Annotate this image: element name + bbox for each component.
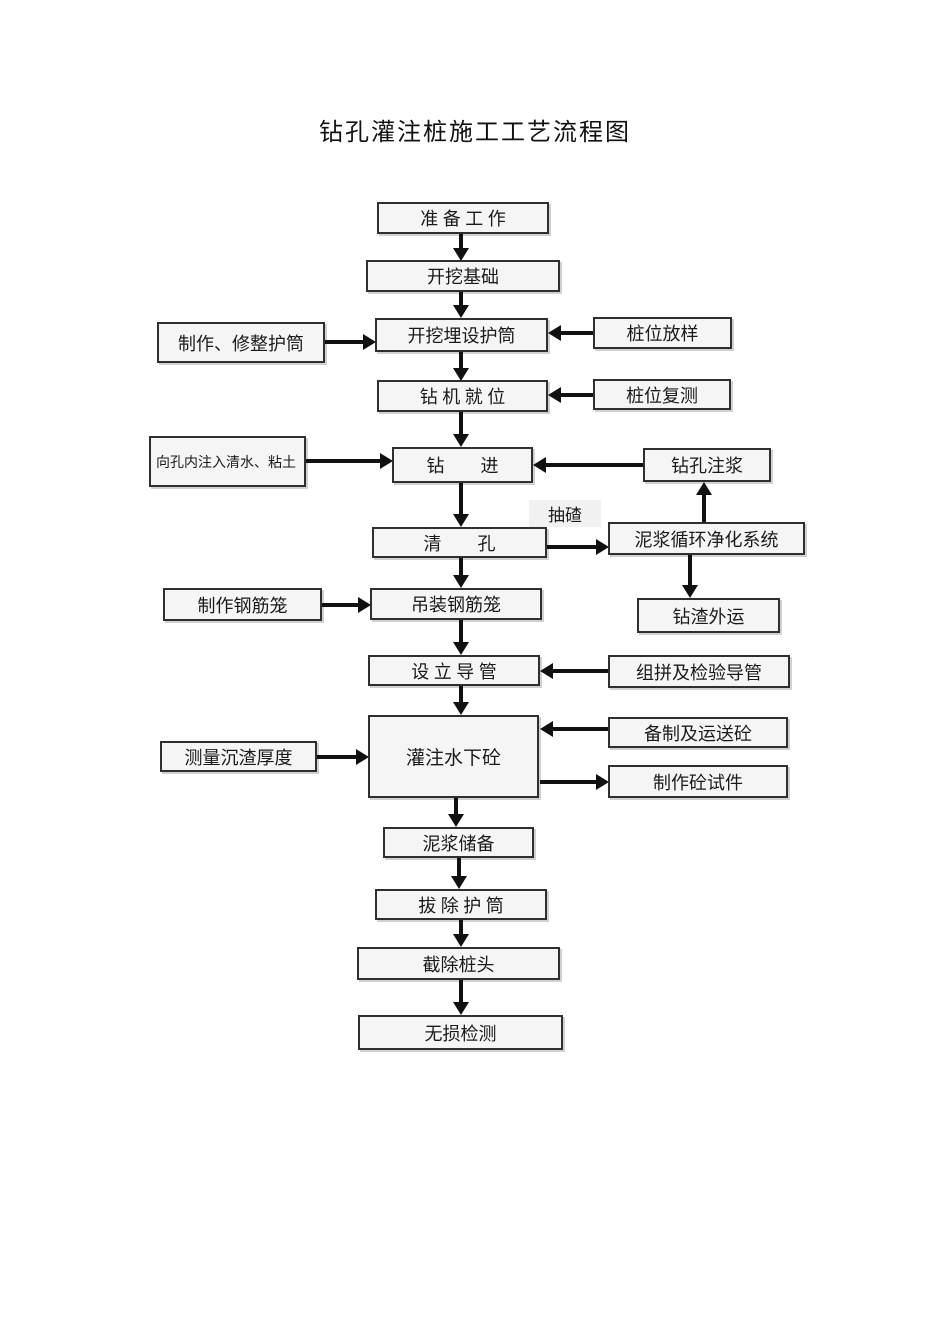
arrowhead-hoist-to-conduit xyxy=(453,642,469,655)
arrowhead-layout-to-installcasing xyxy=(548,325,561,341)
node-mud-circulation-system: 泥浆循环净化系统 xyxy=(608,522,805,555)
arrow-conduit-to-pour xyxy=(459,686,463,702)
node-remove-casing: 拔 除 护 筒 xyxy=(375,889,547,920)
arrowhead-mud-reserve-to-remove-casing xyxy=(451,876,467,889)
arrow-makecage-to-hoist xyxy=(322,603,358,607)
arrow-prep-to-excavate xyxy=(459,234,463,248)
arrow-hoist-to-conduit xyxy=(459,620,463,642)
arrowhead-cleaning-to-hoist xyxy=(453,575,469,588)
arrow-cleaning-to-hoist xyxy=(459,558,463,575)
arrowhead-pour-to-samples xyxy=(596,774,609,790)
arrowhead-cleaning-to-mudcirc xyxy=(596,539,609,555)
arrow-layout-to-installcasing xyxy=(561,331,593,335)
arrowhead-grouting-to-drilling xyxy=(533,457,546,473)
arrowhead-pour-to-mud-reserve xyxy=(448,814,464,827)
arrow-mudcirc-to-grouting xyxy=(702,495,706,522)
arrow-cut-head-to-ndt xyxy=(459,980,463,1002)
arrow-casing-to-rig xyxy=(459,352,463,368)
arrowhead-excavate-to-casing xyxy=(453,305,469,318)
arrowhead-preparemix-to-pour xyxy=(540,721,553,737)
arrow-rig-to-drilling xyxy=(459,412,463,434)
arrowhead-makecasing-to-installcasing xyxy=(363,334,376,350)
arrow-pour-to-mud-reserve xyxy=(454,798,458,814)
node-slag-removal: 钻渣外运 xyxy=(637,598,780,633)
arrowhead-drilling-to-cleaning xyxy=(453,514,469,527)
arrow-mud-reserve-to-remove-casing xyxy=(457,858,461,876)
arrowhead-inject-to-drilling xyxy=(380,453,393,469)
node-excavate-install-casing: 开挖埋设护筒 xyxy=(375,318,548,352)
node-preparation: 准 备 工 作 xyxy=(377,202,549,234)
arrow-preparemix-to-pour xyxy=(553,727,608,731)
arrow-drilling-to-cleaning xyxy=(459,483,463,514)
node-mud-reserve: 泥浆储备 xyxy=(383,827,534,858)
arrowhead-casing-to-rig xyxy=(453,368,469,381)
node-pile-recheck: 桩位复测 xyxy=(593,379,731,410)
node-install-conduit: 设 立 导 管 xyxy=(368,655,540,686)
arrowhead-prep-to-excavate xyxy=(453,248,469,261)
node-prepare-transport-concrete: 备制及运送砼 xyxy=(608,717,788,748)
node-pour-underwater-concrete: 灌注水下砼 xyxy=(368,715,539,798)
node-cut-pile-head: 截除桩头 xyxy=(357,947,560,980)
arrow-makecasing-to-installcasing xyxy=(325,340,363,344)
node-pile-layout: 桩位放样 xyxy=(593,317,732,349)
arrow-cleaning-to-mudcirc xyxy=(547,545,596,549)
arrowhead-mudcirc-to-grouting xyxy=(696,482,712,495)
arrow-remove-casing-to-cut-head xyxy=(459,920,463,934)
node-measure-sediment: 测量沉渣厚度 xyxy=(160,741,317,772)
arrow-grouting-to-drilling xyxy=(546,463,643,467)
node-drilling: 钻 进 xyxy=(392,447,533,483)
node-hole-grouting: 钻孔注浆 xyxy=(643,448,771,482)
arrowhead-sediment-to-pour xyxy=(356,749,369,765)
node-inject-water-clay: 向孔内注入清水、粘土 xyxy=(149,436,306,487)
arrowhead-mudcirc-to-slag xyxy=(682,585,698,598)
node-hole-cleaning: 清 孔 xyxy=(372,527,547,558)
node-make-concrete-samples: 制作砼试件 xyxy=(608,765,788,798)
node-hoist-rebar-cage: 吊装钢筋笼 xyxy=(370,588,542,620)
arrowhead-recheck-to-rig xyxy=(548,387,561,403)
arrowhead-assemble-to-conduit xyxy=(540,663,553,679)
arrow-assemble-to-conduit xyxy=(553,669,608,673)
node-nondestructive-test: 无损检测 xyxy=(358,1015,563,1050)
node-drill-rig-position: 钻 机 就 位 xyxy=(377,380,548,412)
arrowhead-makecage-to-hoist xyxy=(358,597,371,613)
arrowhead-remove-casing-to-cut-head xyxy=(453,934,469,947)
arrow-inject-to-drilling xyxy=(306,459,380,463)
node-make-repair-casing: 制作、修整护筒 xyxy=(157,322,325,363)
arrowhead-conduit-to-pour xyxy=(453,702,469,715)
arrowhead-cut-head-to-ndt xyxy=(453,1002,469,1015)
node-make-rebar-cage: 制作钢筋笼 xyxy=(163,588,322,621)
node-excavate-foundation: 开挖基础 xyxy=(366,260,560,292)
arrow-pour-to-samples xyxy=(540,780,596,784)
page-title: 钻孔灌注桩施工工艺流程图 xyxy=(319,120,631,146)
arrow-sediment-to-pour xyxy=(317,755,356,759)
arrow-recheck-to-rig xyxy=(561,393,593,397)
node-assemble-check-conduit: 组拼及检验导管 xyxy=(608,655,790,688)
arrowhead-rig-to-drilling xyxy=(453,434,469,447)
edge-label-suction: 抽碴 xyxy=(529,500,601,527)
arrow-excavate-to-casing xyxy=(459,292,463,305)
arrow-mudcirc-to-slag xyxy=(688,555,692,585)
